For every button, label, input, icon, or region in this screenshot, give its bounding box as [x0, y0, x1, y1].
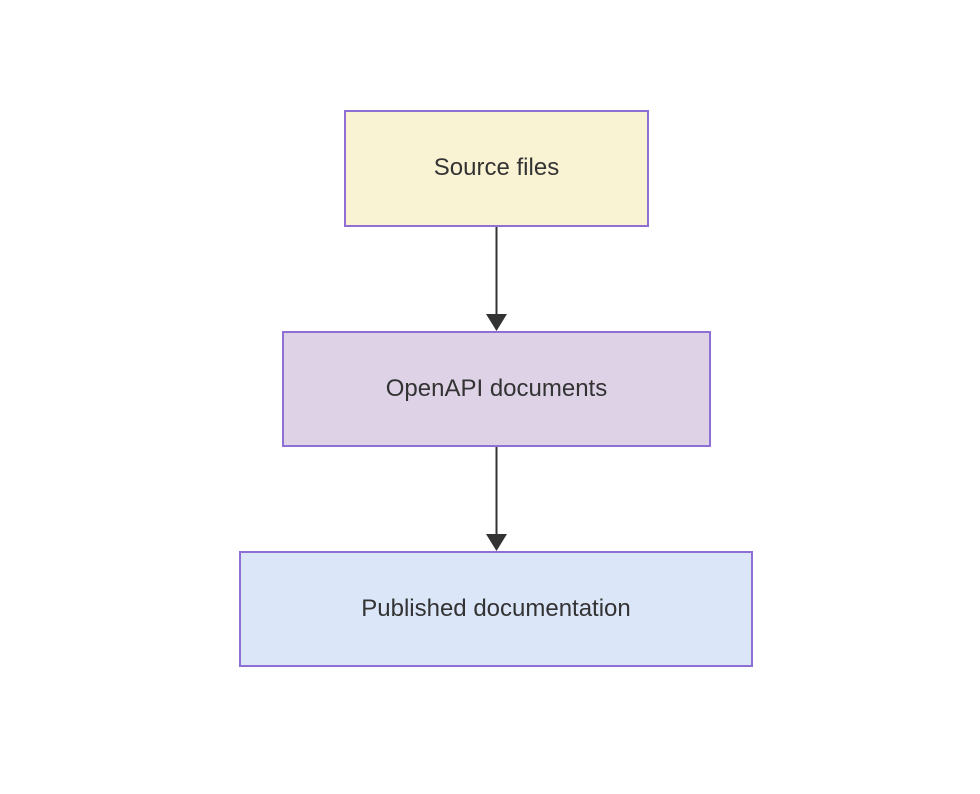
node-openapi-documents-label: OpenAPI documents: [385, 374, 608, 402]
node-source-files: Source files: [344, 110, 649, 227]
node-openapi-documents: OpenAPI documents: [282, 331, 711, 447]
node-source-files-label: Source files: [433, 154, 560, 182]
node-published-documentation-label: Published documentation: [361, 594, 631, 622]
arrowhead-icon: [486, 314, 507, 331]
node-published-documentation: Published documentation: [239, 551, 753, 667]
arrow-openapi-to-published: [486, 447, 507, 551]
arrowhead-icon: [486, 534, 507, 551]
arrow-source-to-openapi: [486, 227, 507, 331]
